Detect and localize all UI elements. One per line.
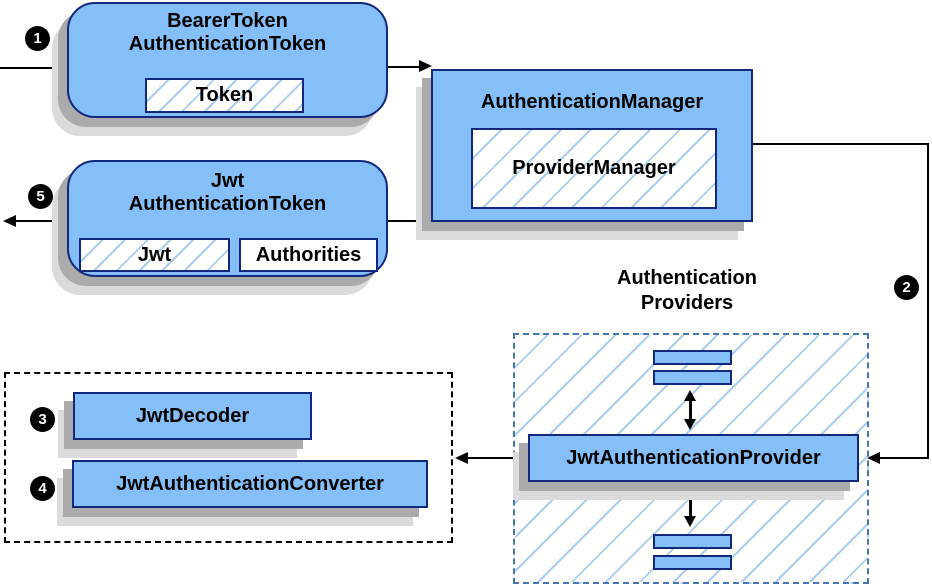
provider-manager-chip: ProviderManager	[471, 128, 717, 209]
provider-placeholder-bar	[653, 350, 732, 365]
step2-line-right	[927, 143, 929, 459]
node-title: AuthenticationManager	[433, 91, 751, 114]
node-bearer-token-authentication-token: BearerToken AuthenticationToken Token	[67, 2, 388, 118]
node-title: Jwt AuthenticationToken	[69, 170, 386, 216]
node-jwt-authentication-converter: JwtAuthenticationConverter	[72, 460, 428, 508]
authorities-chip: Authorities	[239, 238, 378, 272]
outgoing-result-arrowhead-icon	[3, 215, 16, 227]
node-title-line2: AuthenticationToken	[128, 33, 327, 55]
bidirectional-arrow-shaft	[689, 399, 692, 423]
authentication-providers-label-line2: Providers	[640, 292, 734, 314]
provider-to-components-arrowhead-icon	[455, 452, 468, 464]
bidirectional-arrow-shaft	[689, 496, 692, 520]
token-chip: Token	[145, 78, 304, 113]
provider-placeholder-bar	[653, 555, 732, 570]
step-badge-3: 3	[30, 407, 55, 432]
step2-line-top	[753, 143, 929, 145]
step-badge-5: 5	[28, 184, 53, 209]
node-title-line1: Jwt	[210, 170, 245, 192]
node-jwt-authentication-token: Jwt AuthenticationToken Jwt Authorities	[67, 160, 388, 277]
node-title-line2: AuthenticationToken	[128, 193, 327, 215]
outgoing-result-line	[14, 220, 68, 222]
bidirectional-arrow-down-icon	[684, 516, 696, 527]
incoming-request-line	[0, 67, 68, 69]
step2-line-bottom	[880, 457, 929, 459]
bidirectional-arrow-up-icon	[684, 487, 696, 498]
node-jwt-authentication-provider: JwtAuthenticationProvider	[528, 434, 859, 482]
authentication-providers-label: Authentication Providers	[597, 266, 777, 316]
step2-arrowhead-icon	[867, 452, 880, 464]
node-authentication-manager: AuthenticationManager ProviderManager	[431, 69, 753, 222]
jwt-chip: Jwt	[79, 238, 230, 272]
bearer-to-manager-line	[388, 66, 420, 68]
bearer-to-manager-arrowhead-icon	[419, 60, 432, 72]
step-badge-2: 2	[894, 275, 919, 300]
manager-to-jwt-token-line	[388, 220, 432, 222]
bidirectional-arrow-up-icon	[684, 390, 696, 401]
provider-placeholder-bar	[653, 370, 732, 385]
node-title-line1: AuthenticationManager	[480, 91, 704, 113]
authentication-providers-label-line1: Authentication	[617, 267, 757, 289]
node-title-line1: BearerToken	[167, 10, 288, 32]
provider-to-components-line	[468, 457, 514, 459]
provider-placeholder-bar	[653, 534, 732, 549]
step-badge-1: 1	[25, 26, 50, 51]
node-title: BearerToken AuthenticationToken	[69, 10, 386, 56]
step-badge-4: 4	[30, 476, 55, 501]
node-jwt-decoder: JwtDecoder	[73, 392, 312, 440]
bidirectional-arrow-down-icon	[684, 419, 696, 430]
